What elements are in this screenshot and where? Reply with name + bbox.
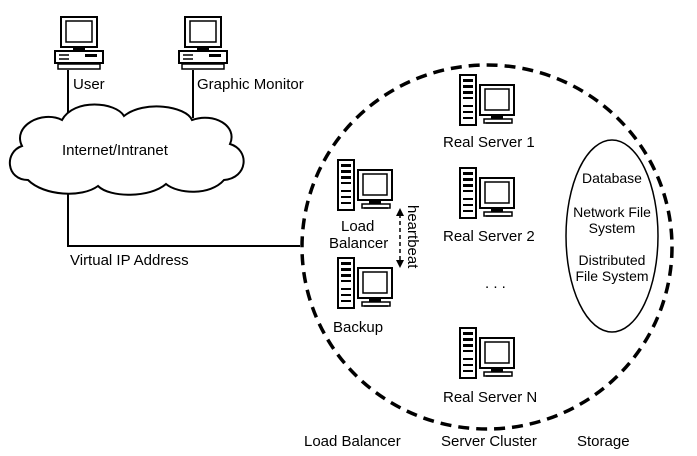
virtual-ip-link [67, 182, 300, 247]
cluster-boundary [300, 63, 674, 431]
real-server-1-icon [459, 74, 515, 126]
virtual-ip-label: Virtual IP Address [70, 252, 189, 269]
real-server-n-label: Real Server N [443, 389, 537, 406]
backup-label: Backup [333, 319, 383, 336]
storage-nfs-label-line1: Network File [573, 204, 651, 220]
real-server-2-label: Real Server 2 [443, 228, 535, 245]
caption-server-cluster: Server Cluster [441, 433, 537, 450]
load-balancer-server-icon [337, 159, 393, 211]
heartbeat-label: heartbeat [404, 205, 421, 269]
ellipsis-label: . . . [485, 275, 506, 292]
user-computer-icon [54, 16, 104, 70]
backup-server-icon [337, 257, 393, 309]
real-server-n-icon [459, 327, 515, 379]
internet-label: Internet/Intranet [62, 142, 169, 159]
storage-dfs-label-line1: Distributed [579, 252, 646, 268]
storage-ellipse [565, 139, 659, 333]
graphic-monitor-label: Graphic Monitor [197, 76, 304, 93]
caption-load-balancer: Load Balancer [304, 433, 401, 450]
user-label: User [73, 76, 105, 93]
caption-storage: Storage [577, 433, 630, 450]
graphic-monitor-computer-icon [178, 16, 228, 70]
load-balancer-label-line2: Balancer [329, 235, 388, 252]
storage-dfs-label-line2: File System [575, 268, 648, 284]
storage-database-label: Database [582, 170, 642, 186]
cloud-icon [8, 103, 245, 196]
real-server-1-label: Real Server 1 [443, 134, 535, 151]
heartbeat-arrow [396, 208, 404, 268]
real-server-2-icon [459, 167, 515, 219]
storage-nfs-label-line2: System [589, 220, 636, 236]
load-balancer-label-line1: Load [341, 218, 374, 235]
